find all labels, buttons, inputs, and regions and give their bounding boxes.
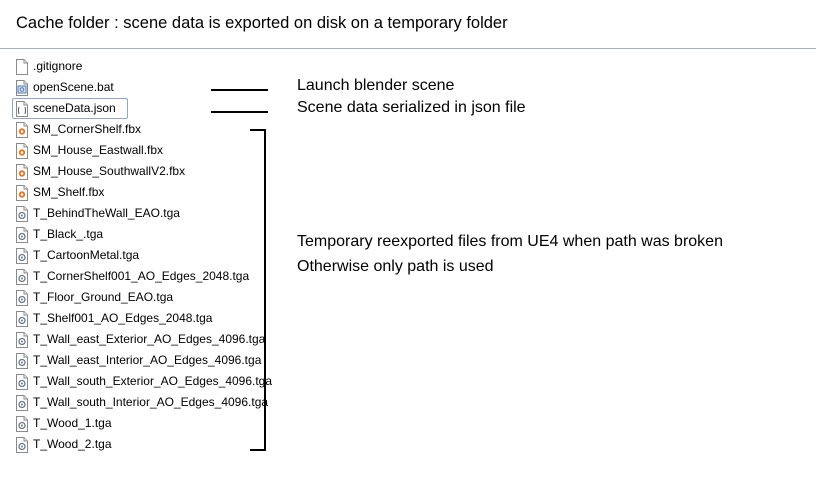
file-row[interactable]: T_Wall_east_Exterior_AO_Edges_4096.tga — [15, 329, 285, 350]
tga-file-icon — [15, 331, 29, 348]
file-row[interactable]: T_CornerShelf001_AO_Edges_2048.tga — [15, 266, 285, 287]
file-name: T_Wall_east_Exterior_AO_Edges_4096.tga — [33, 332, 266, 346]
file-name: T_Floor_Ground_EAO.tga — [33, 290, 174, 304]
file-name: openScene.bat — [33, 80, 114, 94]
scene-data-connector-line — [211, 111, 268, 113]
file-name: T_BehindTheWall_EAO.tga — [33, 206, 180, 220]
file-name: T_Wall_south_Exterior_AO_Edges_4096.tga — [33, 374, 273, 388]
file-row[interactable]: T_BehindTheWall_EAO.tga — [15, 203, 285, 224]
tga-file-icon — [15, 268, 29, 285]
file-name: T_Wood_2.tga — [33, 437, 112, 451]
header-divider — [0, 48, 816, 49]
tga-file-icon — [15, 415, 29, 432]
file-name: T_Shelf001_AO_Edges_2048.tga — [33, 311, 213, 325]
file-row[interactable]: T_Wood_2.tga — [15, 434, 285, 455]
fbx-file-icon — [15, 163, 29, 180]
launch-annotation: Launch blender scene — [297, 77, 455, 94]
fbx-file-icon — [15, 121, 29, 138]
file-name: SM_House_Eastwall.fbx — [33, 143, 164, 157]
file-name: sceneData.json — [33, 101, 116, 115]
temporary-files-bracket — [250, 129, 266, 451]
batch-file-icon — [15, 79, 29, 96]
tga-file-icon — [15, 373, 29, 390]
file-name: T_CartoonMetal.tga — [33, 248, 140, 262]
file-row[interactable]: SM_CornerShelf.fbx — [15, 119, 285, 140]
file-row-selected[interactable]: sceneData.json — [12, 98, 128, 119]
file-name: T_Black_.tga — [33, 227, 104, 241]
page-title: Cache folder : scene data is exported on… — [16, 14, 508, 32]
tga-file-icon — [15, 310, 29, 327]
file-name: T_Wall_east_Interior_AO_Edges_4096.tga — [33, 353, 262, 367]
tga-file-icon — [15, 247, 29, 264]
launch-connector-line — [211, 89, 268, 91]
file-row[interactable]: T_CartoonMetal.tga — [15, 245, 285, 266]
file-row[interactable]: .gitignore — [15, 56, 285, 77]
file-name: SM_House_SouthwallV2.fbx — [33, 164, 186, 178]
file-row[interactable]: openScene.bat — [15, 77, 285, 98]
tga-file-icon — [15, 205, 29, 222]
path-only-annotation: Otherwise only path is used — [297, 258, 494, 275]
json-file-icon — [15, 100, 29, 117]
file-row[interactable]: T_Wood_1.tga — [15, 413, 285, 434]
file-row[interactable]: T_Shelf001_AO_Edges_2048.tga — [15, 308, 285, 329]
file-row[interactable]: SM_Shelf.fbx — [15, 182, 285, 203]
temporary-files-annotation: Temporary reexported files from UE4 when… — [297, 233, 723, 250]
file-row[interactable]: T_Wall_east_Interior_AO_Edges_4096.tga — [15, 350, 285, 371]
tga-file-icon — [15, 394, 29, 411]
blank-file-icon — [15, 58, 29, 75]
file-name: T_Wood_1.tga — [33, 416, 112, 430]
file-row[interactable]: T_Floor_Ground_EAO.tga — [15, 287, 285, 308]
tga-file-icon — [15, 352, 29, 369]
fbx-file-icon — [15, 184, 29, 201]
file-row[interactable]: SM_House_Eastwall.fbx — [15, 140, 285, 161]
file-name: SM_CornerShelf.fbx — [33, 122, 142, 136]
file-name: SM_Shelf.fbx — [33, 185, 105, 199]
file-row[interactable]: T_Wall_south_Exterior_AO_Edges_4096.tga — [15, 371, 285, 392]
fbx-file-icon — [15, 142, 29, 159]
file-row[interactable]: SM_House_SouthwallV2.fbx — [15, 161, 285, 182]
tga-file-icon — [15, 226, 29, 243]
file-name: T_Wall_south_Interior_AO_Edges_4096.tga — [33, 395, 269, 409]
scene-data-annotation: Scene data serialized in json file — [297, 99, 526, 116]
tga-file-icon — [15, 289, 29, 306]
file-name: .gitignore — [33, 59, 83, 73]
file-row[interactable]: T_Black_.tga — [15, 224, 285, 245]
tga-file-icon — [15, 436, 29, 453]
file-name: T_CornerShelf001_AO_Edges_2048.tga — [33, 269, 250, 283]
file-row[interactable]: T_Wall_south_Interior_AO_Edges_4096.tga — [15, 392, 285, 413]
